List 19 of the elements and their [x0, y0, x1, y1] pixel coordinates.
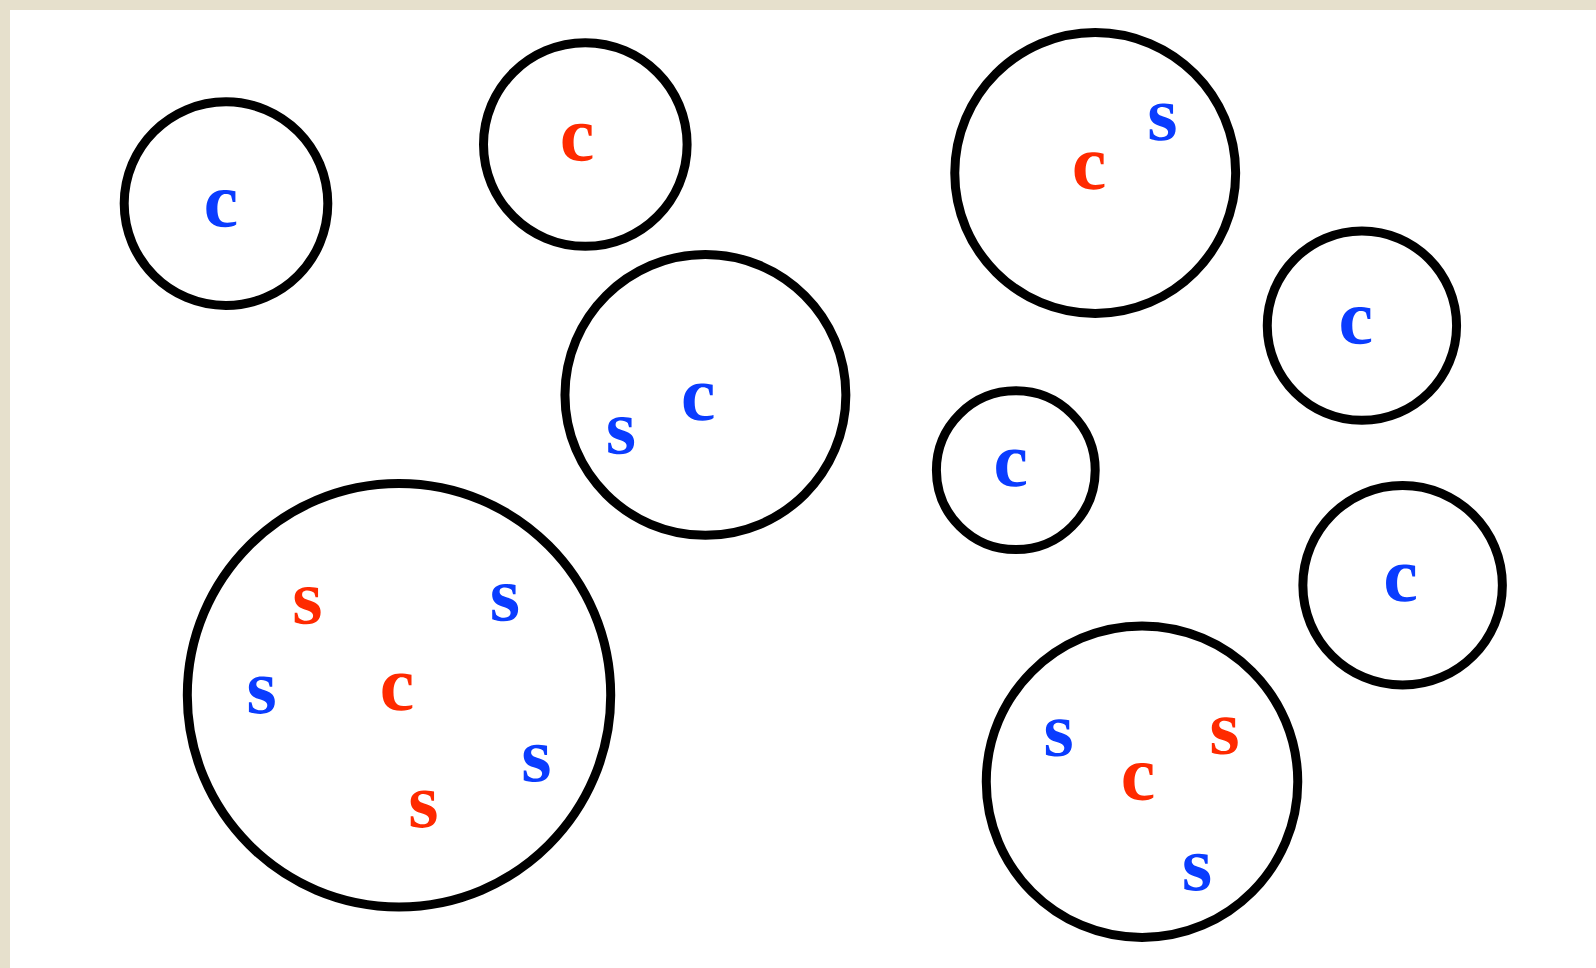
letter: s [1211, 717, 1238, 755]
letter: s [1184, 853, 1211, 891]
letter: c [1386, 564, 1416, 602]
letter: c [1123, 763, 1154, 801]
letter: s [492, 583, 519, 622]
letter: s [1149, 103, 1176, 141]
letter: s [410, 790, 437, 828]
letter: c [1074, 152, 1105, 190]
letter: s [523, 744, 550, 783]
letter: c [1341, 307, 1372, 345]
letter: c [996, 449, 1026, 487]
letter: c [382, 673, 413, 711]
letter: s [1045, 719, 1072, 757]
letter: c [206, 190, 237, 228]
letter: c [683, 383, 714, 421]
letter: c [562, 123, 593, 162]
letter: s [248, 676, 275, 714]
letter: s [608, 416, 635, 455]
letter: s [294, 586, 321, 625]
